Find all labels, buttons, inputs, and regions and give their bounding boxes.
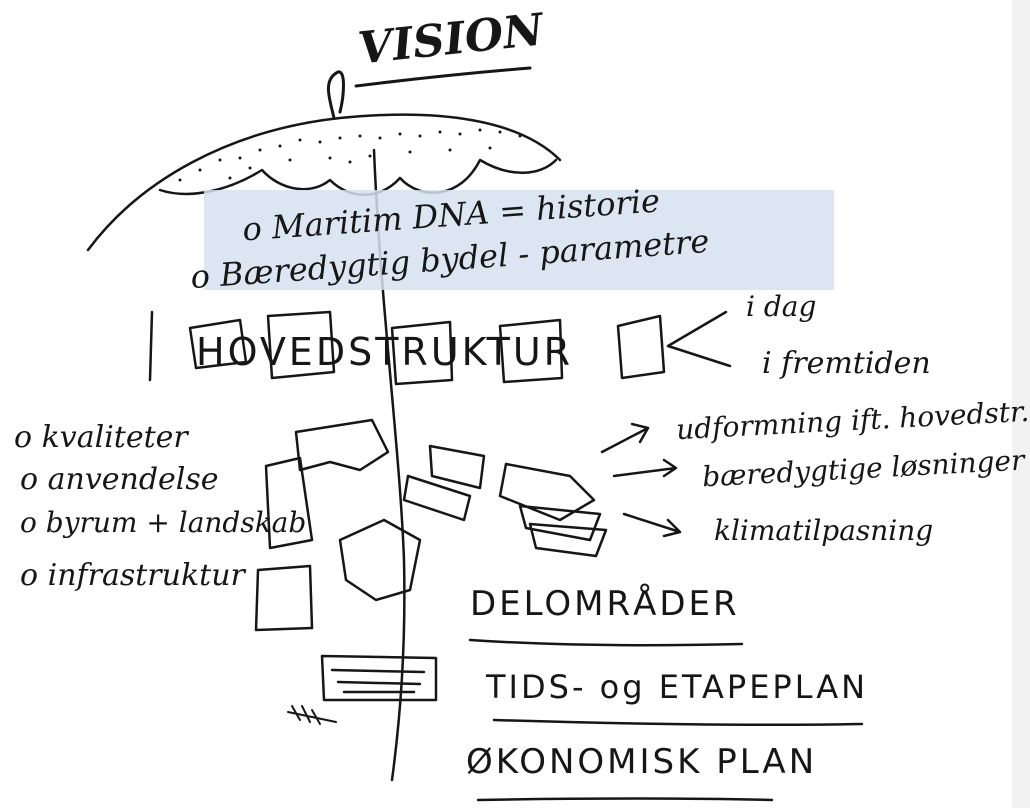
tidsplan-heading: TIDS- og ETAPEPLAN (486, 668, 869, 706)
umbrella-canopy (86, 113, 562, 252)
left-item-4: o infrastruktur (20, 558, 245, 593)
left-bullet-4: o (20, 558, 39, 593)
left-text-1: kvaliteter (41, 420, 188, 455)
hovedstruktur-title: HOVEDSTRUKTUR (196, 330, 574, 374)
shape-stack (498, 462, 608, 558)
left-bullet-3: o (20, 506, 37, 539)
tidsplan-underline (492, 718, 864, 727)
okonomi-underline (476, 797, 774, 802)
left-text-3: byrum + landskab (45, 506, 307, 539)
page-edge (1012, 0, 1030, 808)
plan-box (320, 654, 438, 702)
shape-b (264, 456, 314, 550)
delomraader-heading: DELOMRÅDER (470, 584, 740, 624)
branch-lines (666, 310, 732, 368)
arrow-3 (622, 512, 682, 538)
branch-i-fremtiden: i fremtiden (762, 346, 931, 381)
plan-hatching (287, 705, 337, 725)
left-item-3: o byrum + landskab (20, 506, 306, 539)
highlight-band (204, 190, 834, 290)
bullet-1: o (241, 209, 264, 249)
box-3 (390, 320, 454, 386)
umbrella-stipple (178, 128, 522, 182)
vision-underline (354, 66, 532, 88)
bullet-2: o (189, 256, 212, 297)
delomraader-underline (468, 638, 744, 647)
umbrella-tip (327, 70, 345, 120)
shape-a (294, 418, 390, 472)
box-5 (616, 314, 666, 380)
left-item-1: o kvaliteter (14, 420, 188, 455)
shape-c (338, 518, 422, 602)
left-bullet-2: o (20, 462, 39, 497)
left-text-2: anvendelse (47, 462, 219, 497)
box-2 (266, 310, 336, 380)
right-item-3: klimatilpasning (714, 514, 934, 547)
box-1 (148, 310, 248, 382)
okonomi-heading: ØKONOMISK PLAN (466, 742, 818, 782)
left-item-2: o anvendelse (20, 462, 219, 497)
arrow-1 (600, 422, 650, 454)
shape-f (254, 564, 314, 632)
shape-e (402, 474, 472, 522)
shape-d (428, 444, 486, 490)
left-text-4: infrastruktur (47, 558, 245, 593)
box-4 (498, 318, 564, 384)
left-bullet-1: o (14, 420, 33, 455)
branch-i-dag: i dag (746, 290, 817, 323)
arrow-2 (612, 458, 678, 478)
